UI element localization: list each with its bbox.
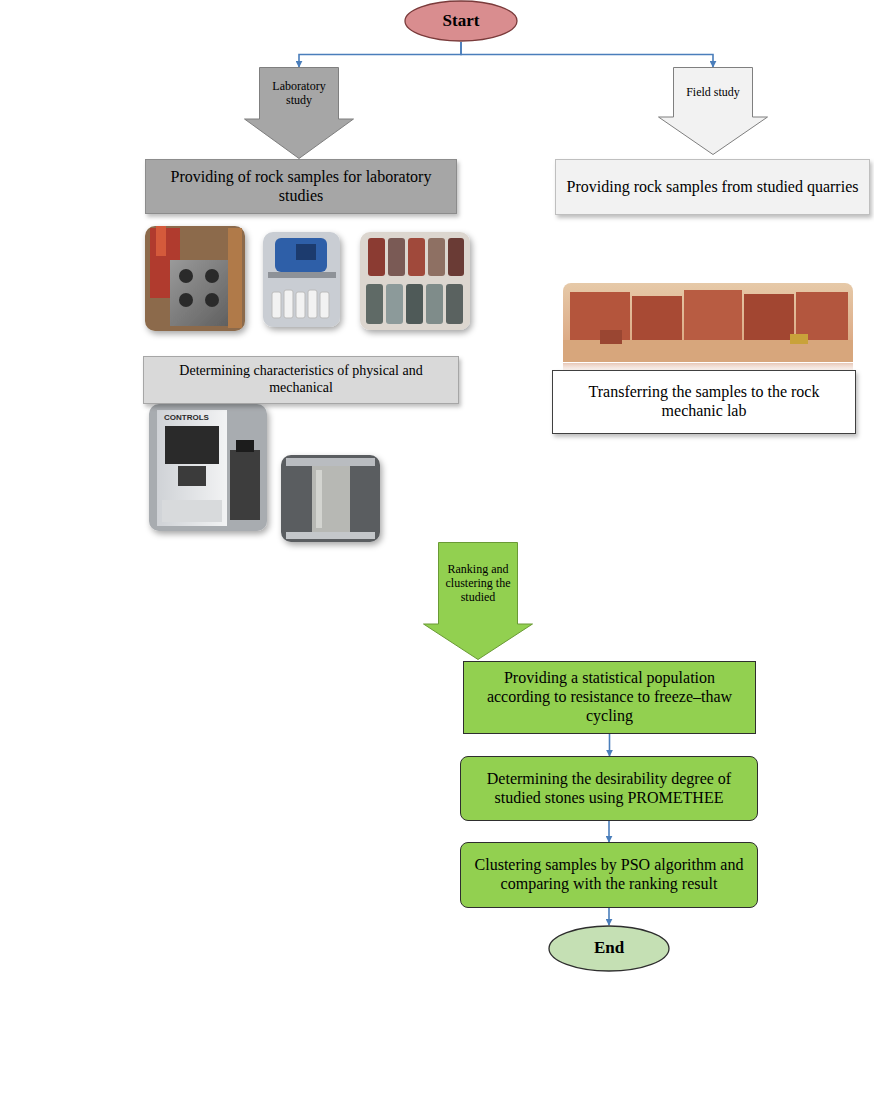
node-text: Providing rock samples from studied quar…	[567, 178, 859, 197]
text-holder: Providing of rock samples for laboratory…	[146, 160, 456, 213]
arrow-outline	[424, 543, 533, 660]
node-text: End	[594, 938, 624, 958]
node-text: Transferring the samples to the rock mec…	[561, 383, 847, 421]
text-holder: Laboratory study	[259, 67, 339, 119]
process-box: Providing rock samples from studied quar…	[555, 159, 870, 215]
node-text: Field study	[686, 85, 740, 99]
process-box: Clustering samples by PSO algorithm and …	[460, 842, 758, 908]
flow-connector	[299, 42, 461, 67]
lab-photo	[149, 404, 267, 531]
lab-photo	[360, 232, 470, 330]
node-text: Clustering samples by PSO algorithm and …	[469, 856, 749, 894]
device-label: CONTROLS	[164, 413, 209, 422]
text-holder: End	[548, 925, 670, 972]
process-box: Determining characteristics of physical …	[143, 356, 459, 404]
node-text: Determining the desirability degree of s…	[469, 770, 749, 808]
shape-outline	[658, 67, 768, 155]
flow-connector	[608, 908, 610, 925]
branch-arrow: Laboratory study	[244, 67, 354, 159]
process-box: Transferring the samples to the rock mec…	[552, 370, 856, 434]
lab-photo	[263, 232, 340, 327]
text-holder: Clustering samples by PSO algorithm and …	[461, 843, 757, 907]
lab-photo	[281, 455, 380, 542]
node-text: Start	[443, 11, 480, 31]
lab-photo	[145, 226, 245, 331]
text-holder: Determining the desirability degree of s…	[461, 757, 757, 820]
process-box: Providing a statistical population accor…	[463, 661, 756, 734]
arrow-outline	[245, 68, 354, 159]
node-text: Determining characteristics of physical …	[152, 363, 450, 396]
start-terminal: Start	[404, 0, 518, 42]
branch-arrow: Field study	[658, 67, 768, 155]
node-text: Providing of rock samples for laboratory…	[154, 168, 448, 206]
text-holder: Field study	[673, 67, 753, 117]
node-text: Ranking and clustering the studied	[440, 562, 516, 604]
process-box: Providing of rock samples for laboratory…	[145, 159, 457, 214]
process-box: Determining the desirability degree of s…	[460, 756, 758, 821]
text-holder: Providing rock samples from studied quar…	[556, 160, 869, 214]
quarry-photo	[563, 283, 853, 377]
end-terminal: End	[548, 925, 670, 972]
flow-connector	[609, 734, 611, 756]
flow-connector	[608, 821, 610, 842]
node-text: Laboratory study	[261, 79, 337, 107]
text-holder: Ranking and clustering the studied	[438, 542, 518, 624]
ellipse-outline	[405, 1, 517, 41]
arrow-outline	[659, 68, 768, 155]
stage-arrow: Ranking and clustering the studied	[423, 542, 533, 660]
ellipse-outline	[549, 926, 669, 971]
text-holder: Determining characteristics of physical …	[144, 357, 458, 403]
text-holder: Providing a statistical population accor…	[464, 662, 755, 733]
flow-connector	[461, 42, 713, 67]
text-holder: Start	[404, 0, 518, 42]
text-holder: Transferring the samples to the rock mec…	[553, 371, 855, 433]
node-text: Providing a statistical population accor…	[472, 669, 747, 726]
